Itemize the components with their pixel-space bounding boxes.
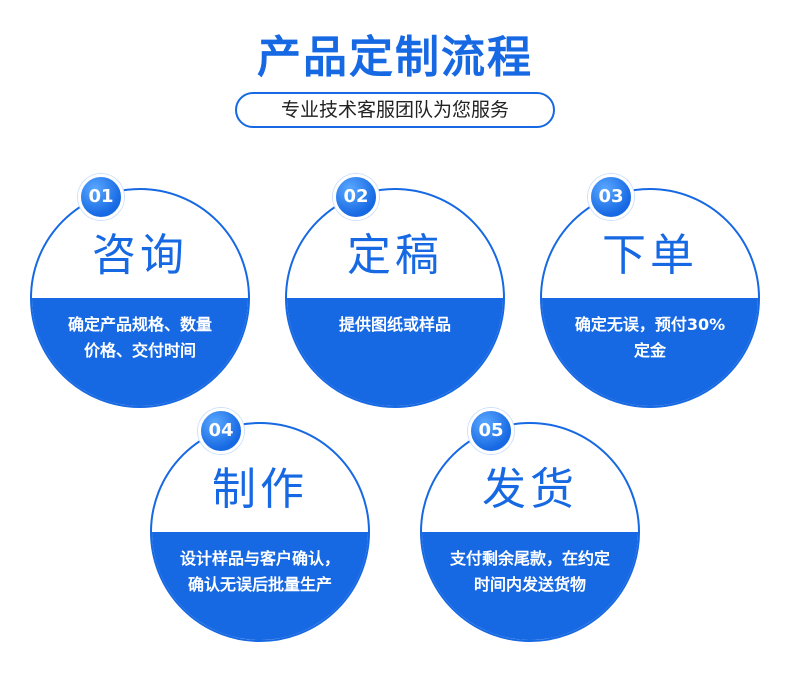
step-number-badge: 05 <box>468 408 514 454</box>
step-description-line: 支付剩余尾款，在约定 <box>449 549 610 568</box>
step-circle: 定稿 提供图纸或样品 <box>285 188 505 408</box>
step-description-line: 定金 <box>633 341 666 360</box>
step-number-badge: 01 <box>78 174 124 220</box>
step-heading: 定稿 <box>347 230 443 281</box>
step-card-ship: 05 发货 支付剩余尾款，在约定 时间内发送货物 <box>420 408 640 642</box>
step-card-finalize: 02 定稿 提供图纸或样品 <box>285 174 505 408</box>
step-description-line: 确定产品规格、数量 <box>67 315 212 334</box>
step-circle: 下单 确定无误，预付30% 定金 <box>540 188 760 408</box>
step-number-badge: 02 <box>333 174 379 220</box>
step-description: 设计样品与客户确认， 确认无误后批量生产 <box>166 546 354 598</box>
step-number-badge: 03 <box>588 174 634 220</box>
step-description: 确定产品规格、数量 价格、交付时间 <box>46 312 234 364</box>
subtitle-pill: 专业技术客服团队为您服务 <box>235 92 555 128</box>
step-card-consult: 01 咨询 确定产品规格、数量 价格、交付时间 <box>30 174 250 408</box>
step-band <box>287 298 503 406</box>
step-description: 支付剩余尾款，在约定 时间内发送货物 <box>436 546 624 598</box>
step-circle: 发货 支付剩余尾款，在约定 时间内发送货物 <box>420 422 640 642</box>
step-number-badge: 04 <box>198 408 244 454</box>
step-description-line: 确认无误后批量生产 <box>187 575 332 594</box>
step-heading: 咨询 <box>92 230 188 281</box>
step-card-order: 03 下单 确定无误，预付30% 定金 <box>540 174 760 408</box>
page-title: 产品定制流程 <box>257 32 533 83</box>
step-description-line: 价格、交付时间 <box>83 341 196 360</box>
step-description: 提供图纸或样品 <box>301 312 489 338</box>
step-band <box>422 532 638 640</box>
step-circle: 咨询 确定产品规格、数量 价格、交付时间 <box>30 188 250 408</box>
step-heading: 制作 <box>212 464 308 515</box>
step-band <box>32 298 248 406</box>
step-description-line: 提供图纸或样品 <box>338 315 451 334</box>
step-heading: 发货 <box>482 464 578 515</box>
step-description-line: 设计样品与客户确认， <box>179 549 340 568</box>
step-card-produce: 04 制作 设计样品与客户确认， 确认无误后批量生产 <box>150 408 370 642</box>
step-band <box>152 532 368 640</box>
step-circle: 制作 设计样品与客户确认， 确认无误后批量生产 <box>150 422 370 642</box>
step-band <box>542 298 758 406</box>
step-description: 确定无误，预付30% 定金 <box>556 312 744 364</box>
step-heading: 下单 <box>602 230 698 281</box>
step-description-line: 确定无误，预付30% <box>574 315 726 334</box>
step-description-line: 时间内发送货物 <box>473 575 586 594</box>
